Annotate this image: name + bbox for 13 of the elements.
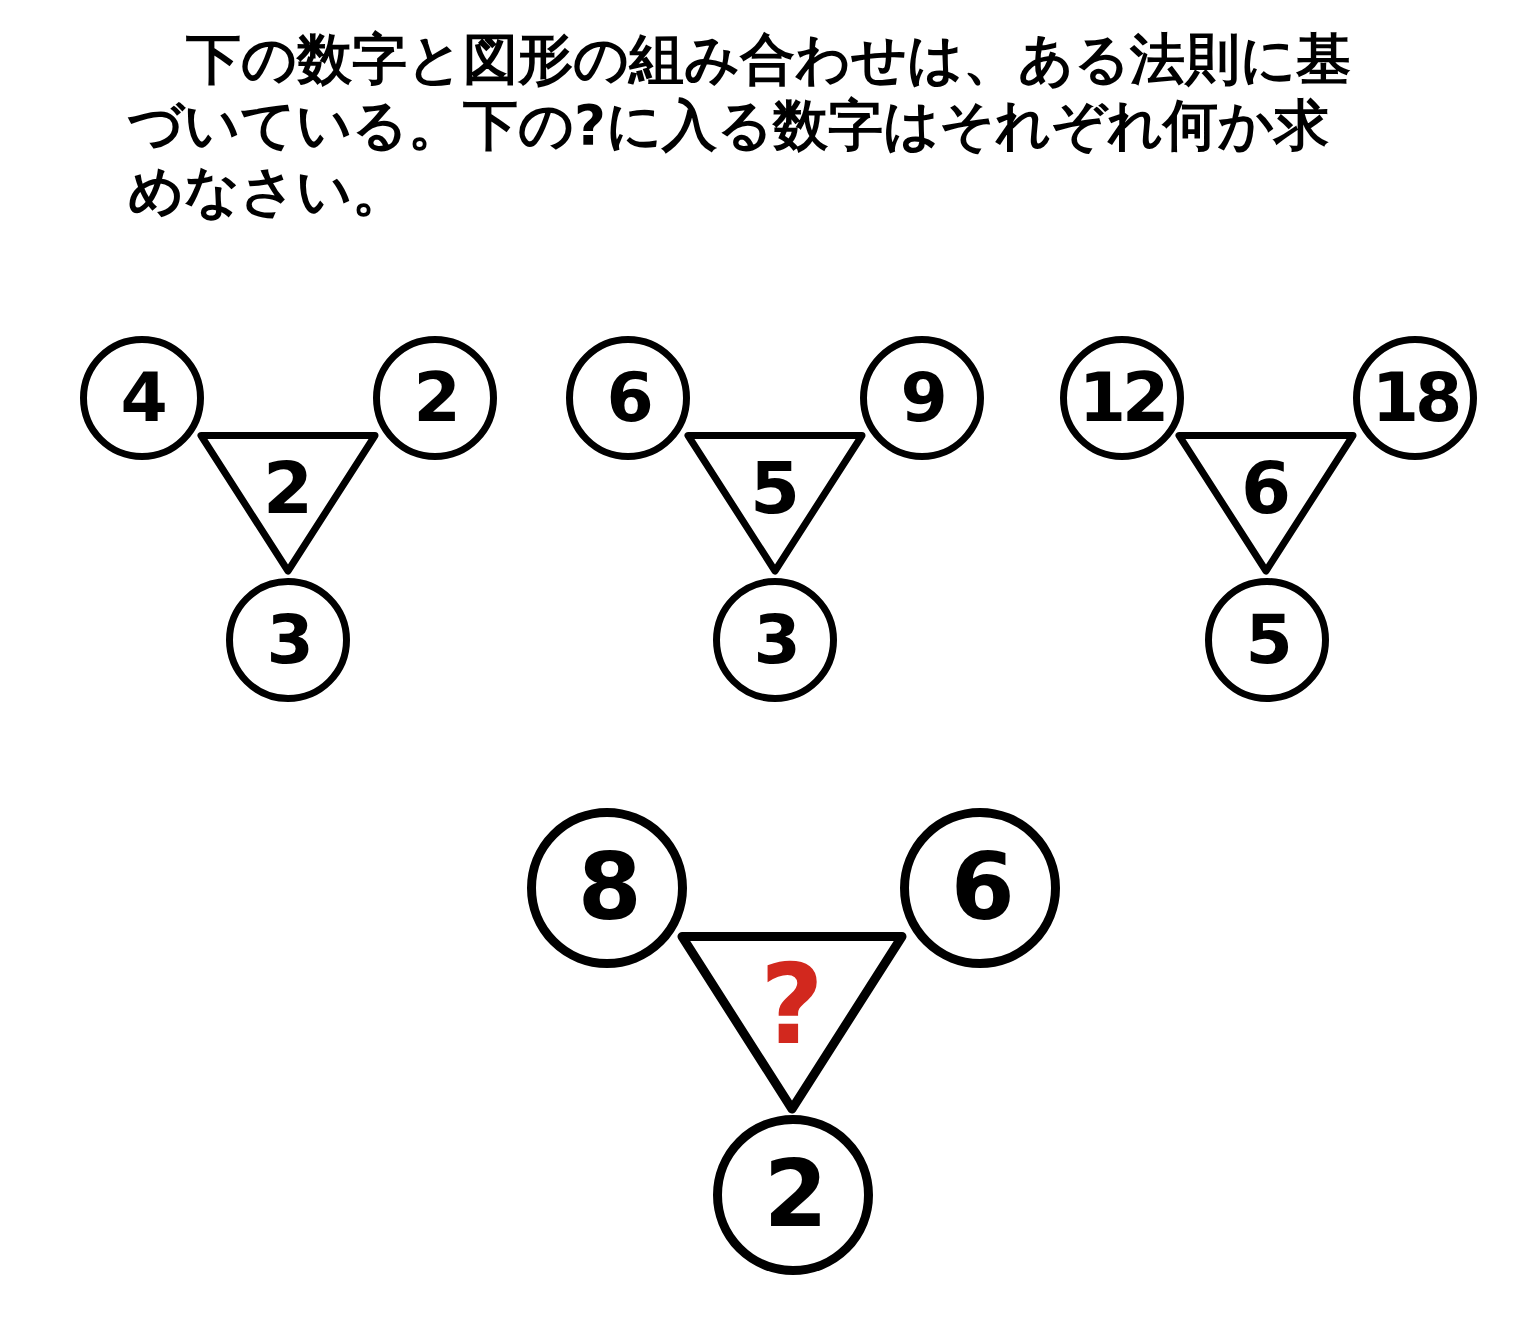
number-circle: 9 (860, 336, 984, 460)
number-circle: 18 (1353, 336, 1477, 460)
number-circle: 3 (713, 578, 837, 702)
number-circle: 4 (80, 336, 204, 460)
number-circle: 6 (900, 808, 1060, 968)
question-text: 下の数字と図形の組み合わせは、ある法則に基づいている。下の?に入る数字はそれぞれ何か求めなさい。 (128, 26, 1352, 224)
number-circle: 5 (1205, 578, 1329, 702)
number-circle: 12 (1060, 336, 1184, 460)
number-circle: 3 (226, 578, 350, 702)
number-circle: 6 (566, 336, 690, 460)
number-circle: 2 (373, 336, 497, 460)
number-circle: 2 (713, 1115, 873, 1275)
number-circle: 8 (527, 808, 687, 968)
